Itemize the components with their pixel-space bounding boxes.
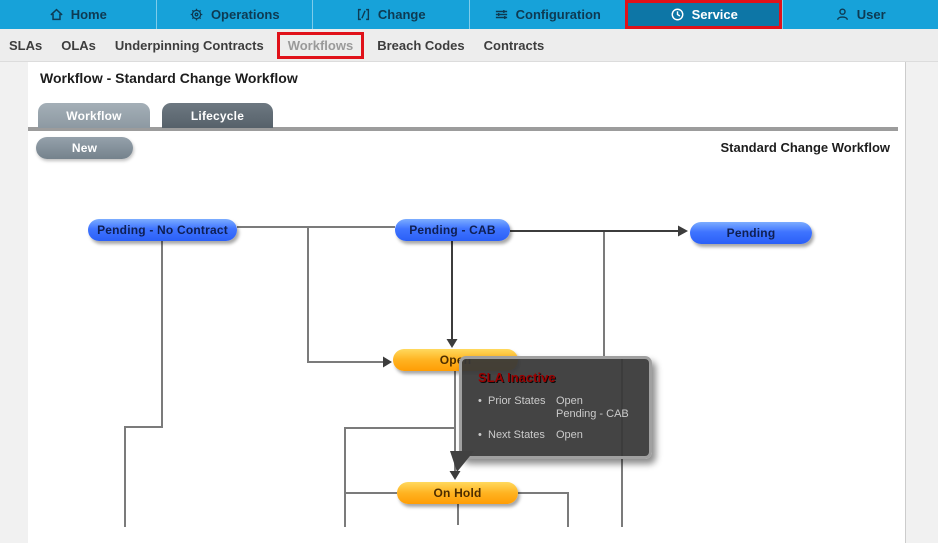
- top-nav-item-operations[interactable]: Operations: [155, 0, 313, 29]
- tab-lifecycle[interactable]: Lifecycle: [162, 103, 273, 128]
- workflow-name-label: Standard Change Workflow: [720, 140, 891, 155]
- tooltip-row-next-states: • Next States Open: [478, 429, 583, 441]
- sub-nav-item-slas[interactable]: SLAs: [9, 37, 43, 53]
- sub-nav-item-breach-codes[interactable]: Breach Codes: [377, 37, 465, 53]
- service-clock-icon: [671, 8, 684, 21]
- bullet-icon: •: [478, 395, 482, 407]
- sub-nav-item-contracts[interactable]: Contracts: [483, 37, 545, 53]
- home-icon: [50, 8, 63, 21]
- sla-status-tooltip: SLA Inactive • Prior States Open Pending…: [450, 356, 652, 472]
- tooltip-row-prior-states: • Prior States Open Pending - CAB: [478, 395, 629, 420]
- tooltip-value: Open: [556, 429, 583, 441]
- tooltip-value: Open: [556, 395, 583, 407]
- top-nav: Home Operations Change Configuration Ser…: [0, 0, 938, 29]
- content-panel: [28, 62, 906, 543]
- tooltip-value: Pending - CAB: [556, 408, 629, 420]
- sub-nav: SLAs OLAs Underpinning Contracts Workflo…: [0, 29, 938, 62]
- sub-nav-item-workflows[interactable]: Workflows: [276, 31, 365, 59]
- sub-nav-item-olas[interactable]: OLAs: [61, 37, 96, 53]
- top-nav-item-service[interactable]: Service: [625, 0, 782, 29]
- change-icon: [357, 8, 369, 21]
- tab-divider-bar: [28, 127, 898, 131]
- workflow-node-on-hold[interactable]: On Hold: [397, 482, 518, 504]
- bullet-icon: •: [478, 429, 482, 441]
- top-nav-item-configuration[interactable]: Configuration: [468, 0, 626, 29]
- tooltip-tail: [450, 451, 474, 472]
- tooltip-title: SLA Inactive: [478, 370, 556, 385]
- top-nav-label: Service: [691, 7, 738, 22]
- user-icon: [836, 8, 848, 21]
- tab-workflow[interactable]: Workflow: [38, 103, 150, 128]
- top-nav-item-change[interactable]: Change: [312, 0, 469, 29]
- sub-nav-item-underpinning-contracts[interactable]: Underpinning Contracts: [114, 37, 264, 53]
- top-nav-item-home[interactable]: Home: [0, 0, 156, 29]
- page-title: Workflow - Standard Change Workflow: [40, 70, 298, 86]
- top-nav-label: Home: [70, 7, 107, 22]
- workflow-node-pending[interactable]: Pending: [690, 222, 812, 244]
- workflow-node-pending-cab[interactable]: Pending - CAB: [395, 219, 510, 241]
- top-nav-label: User: [856, 7, 886, 22]
- operations-icon: [190, 8, 203, 21]
- top-nav-label: Change: [377, 7, 426, 22]
- configuration-icon: [495, 10, 507, 19]
- top-nav-label: Operations: [210, 7, 280, 22]
- top-nav-label: Configuration: [515, 7, 601, 22]
- top-nav-item-user[interactable]: User: [781, 0, 938, 29]
- new-button[interactable]: New: [36, 137, 133, 159]
- workflow-node-pending-no-contract[interactable]: Pending - No Contract: [88, 219, 237, 241]
